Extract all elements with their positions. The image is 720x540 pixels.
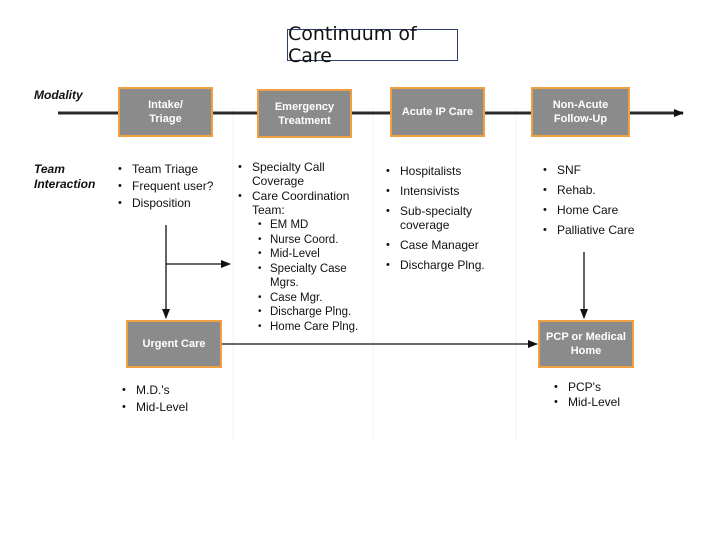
list-item: PCP's — [554, 380, 620, 395]
emergency-treatment-box: Emergency Treatment — [257, 89, 352, 138]
list-item: Intensivists — [386, 184, 496, 198]
list-item: SNF — [543, 160, 634, 180]
list-item: Mid-Level — [122, 399, 188, 416]
emergency-sub-list: EM MD Nurse Coord. Mid-Level Specialty C… — [258, 218, 370, 334]
urgent-care-team-list: M.D.'s Mid-Level — [122, 382, 188, 416]
list-item: Discharge Plng. — [258, 305, 370, 320]
list-item: Mid-Level — [554, 395, 620, 410]
list-item: Hospitalists — [386, 164, 496, 178]
list-item: Rehab. — [543, 180, 634, 200]
modality-label: Modality — [34, 88, 83, 102]
list-item: Mid-Level — [258, 247, 370, 262]
intake-team-list: Team Triage Frequent user? Disposition — [118, 161, 213, 212]
list-item: Sub-specialty coverage — [386, 204, 496, 232]
list-item: Home Care Plng. — [258, 320, 370, 335]
list-item: Nurse Coord. — [258, 233, 370, 248]
emergency-team-list: Specialty Call Coverage Care Coordinatio… — [238, 160, 358, 217]
pcp-team-list: PCP's Mid-Level — [554, 380, 620, 410]
list-item: Frequent user? — [118, 178, 213, 195]
list-item: EM MD — [258, 218, 370, 233]
list-item: Specialty Case Mgrs. — [258, 262, 370, 291]
non-acute-follow-up-box: Non-Acute Follow-Up — [531, 87, 630, 137]
list-item: Case Manager — [386, 238, 496, 252]
team-interaction-label: Team Interaction — [34, 162, 96, 191]
list-item: Case Mgr. — [258, 291, 370, 306]
list-item: Home Care — [543, 200, 634, 220]
urgent-care-box: Urgent Care — [126, 320, 222, 368]
acute-team-list: Hospitalists Intensivists Sub-specialty … — [386, 164, 496, 272]
list-item: Disposition — [118, 195, 213, 212]
pcp-medical-home-box: PCP or Medical Home — [538, 320, 634, 368]
acute-ip-care-box: Acute IP Care — [390, 87, 485, 137]
nonacute-team-list: SNF Rehab. Home Care Palliative Care — [543, 160, 634, 240]
list-item: Discharge Plng. — [386, 258, 496, 272]
intake-triage-box: Intake/ Triage — [118, 87, 213, 137]
list-item: M.D.'s — [122, 382, 188, 399]
list-item: Specialty Call Coverage — [238, 160, 358, 188]
list-item: Team Triage — [118, 161, 213, 178]
page-title: Continuum of Care — [287, 23, 458, 67]
list-item: Palliative Care — [543, 220, 634, 240]
list-item: Care Coordination Team: — [238, 189, 358, 217]
